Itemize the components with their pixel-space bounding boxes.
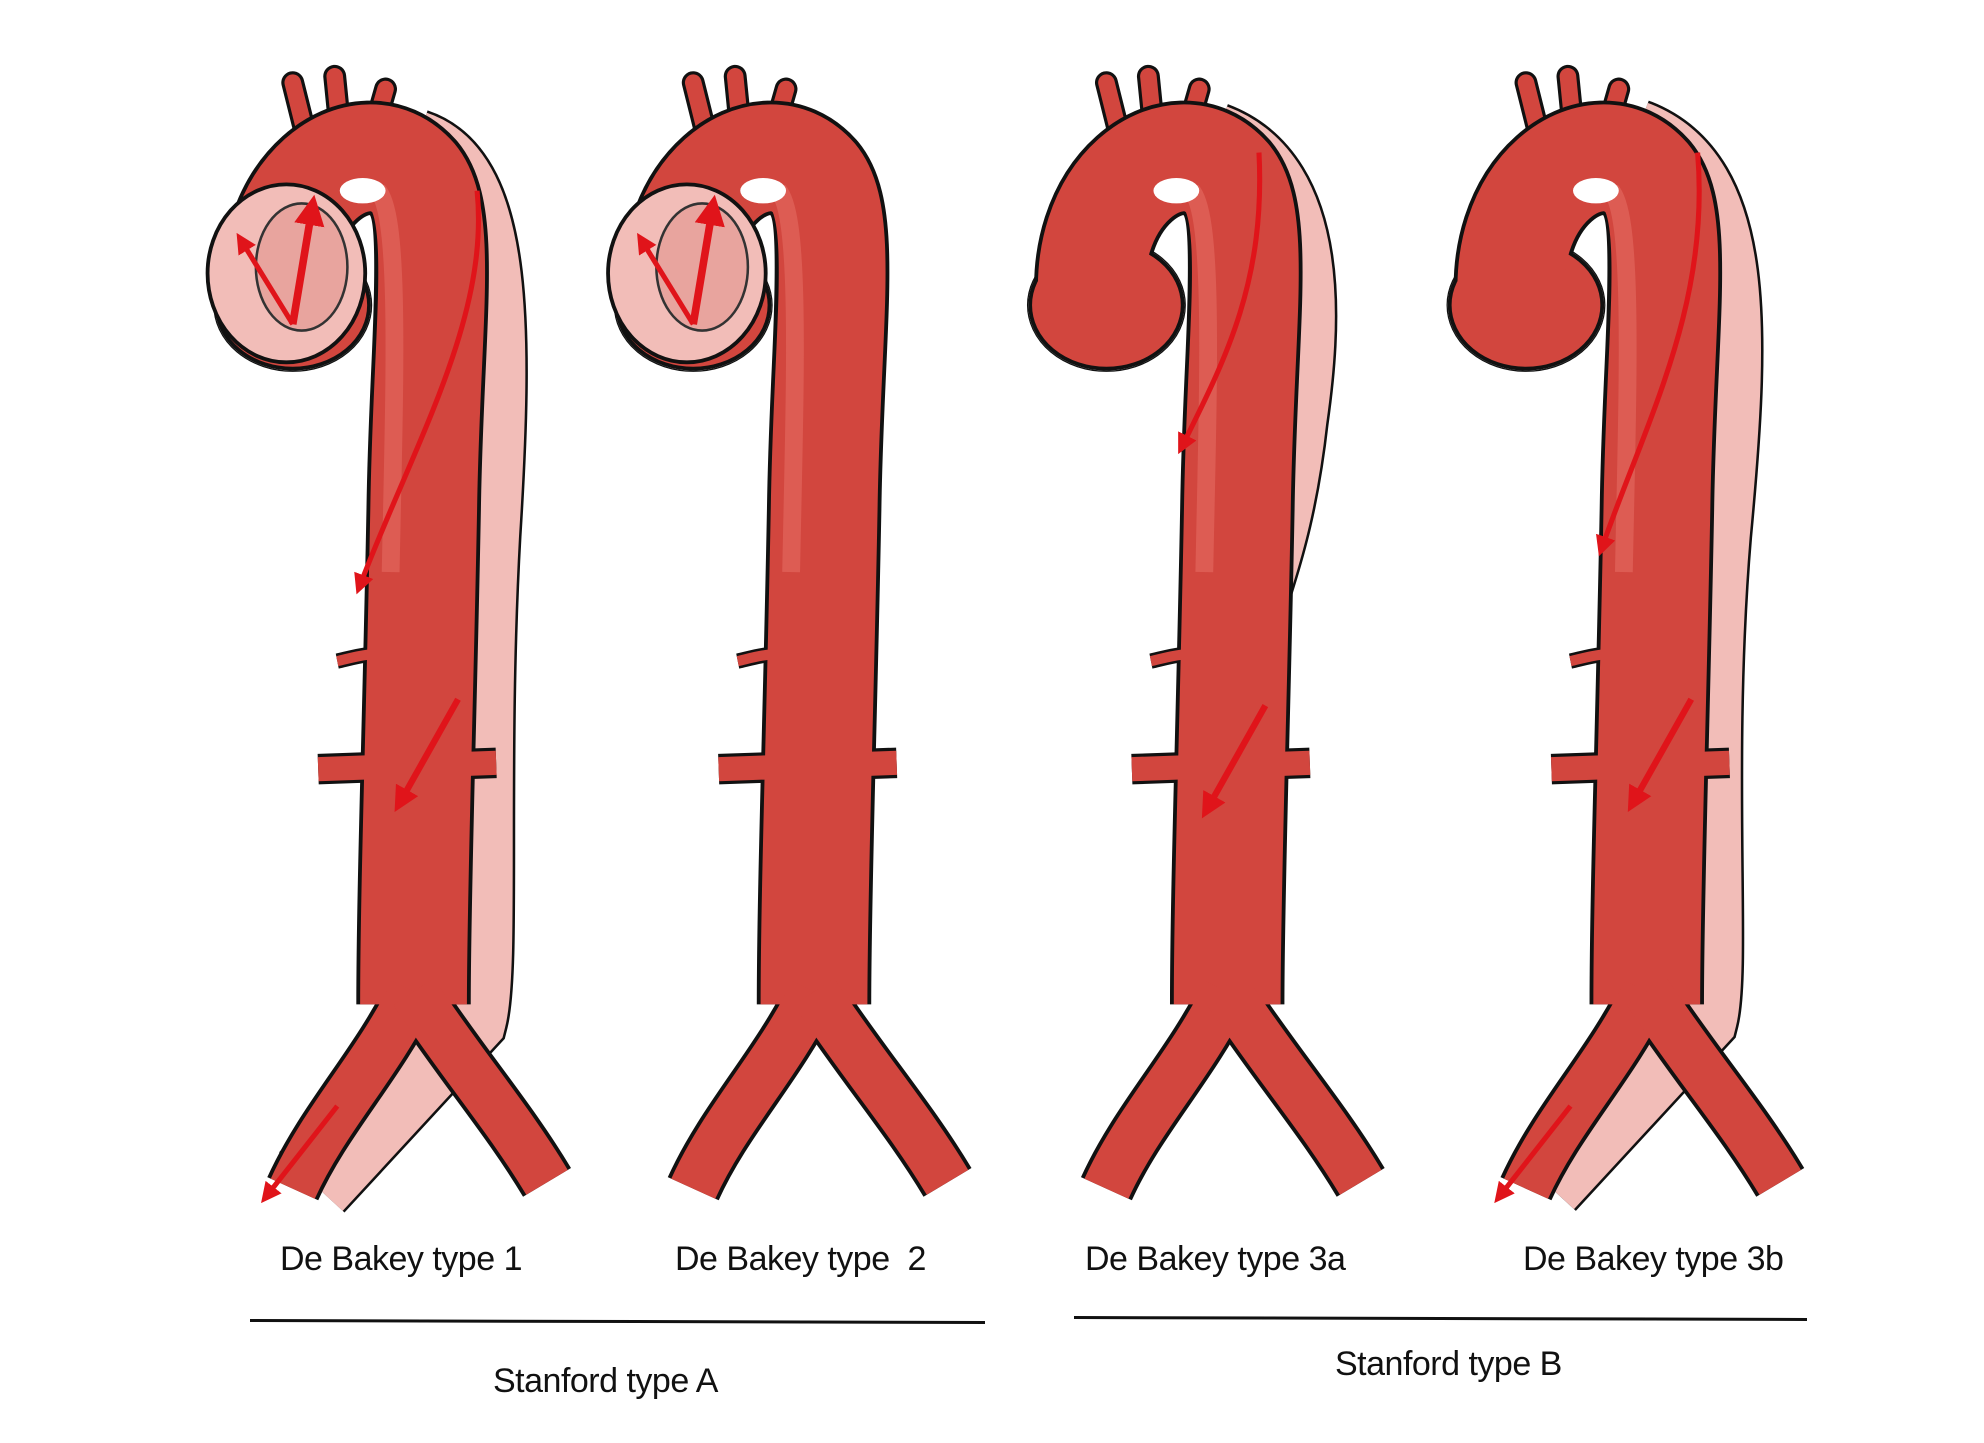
label-debakey-type-3b: De Bakey type 3b xyxy=(1523,1240,1784,1278)
flow-arrow xyxy=(354,190,481,595)
aorta-debakey-type-3b xyxy=(1447,76,1780,1195)
aorta-debakey-type-3a xyxy=(1028,76,1361,1188)
aorta-debakey-type-2 xyxy=(608,76,947,1188)
aorta-debakey-type-1 xyxy=(208,76,547,1195)
flow-arrow xyxy=(1494,1104,1573,1204)
flow-arrow xyxy=(1178,152,1263,455)
flow-arrow xyxy=(394,697,461,813)
flow-arrow xyxy=(261,1104,340,1204)
label-stanford-type-a: Stanford type A xyxy=(493,1362,719,1400)
label-debakey-type-2: De Bakey type 2 xyxy=(675,1240,926,1278)
flow-arrow xyxy=(1201,704,1269,819)
flow-arrow xyxy=(1627,697,1695,813)
label-debakey-type-3a: De Bakey type 3a xyxy=(1085,1240,1346,1278)
flow-arrow xyxy=(1596,152,1702,557)
label-stanford-type-b: Stanford type B xyxy=(1335,1345,1562,1383)
label-debakey-type-1: De Bakey type 1 xyxy=(280,1240,522,1278)
